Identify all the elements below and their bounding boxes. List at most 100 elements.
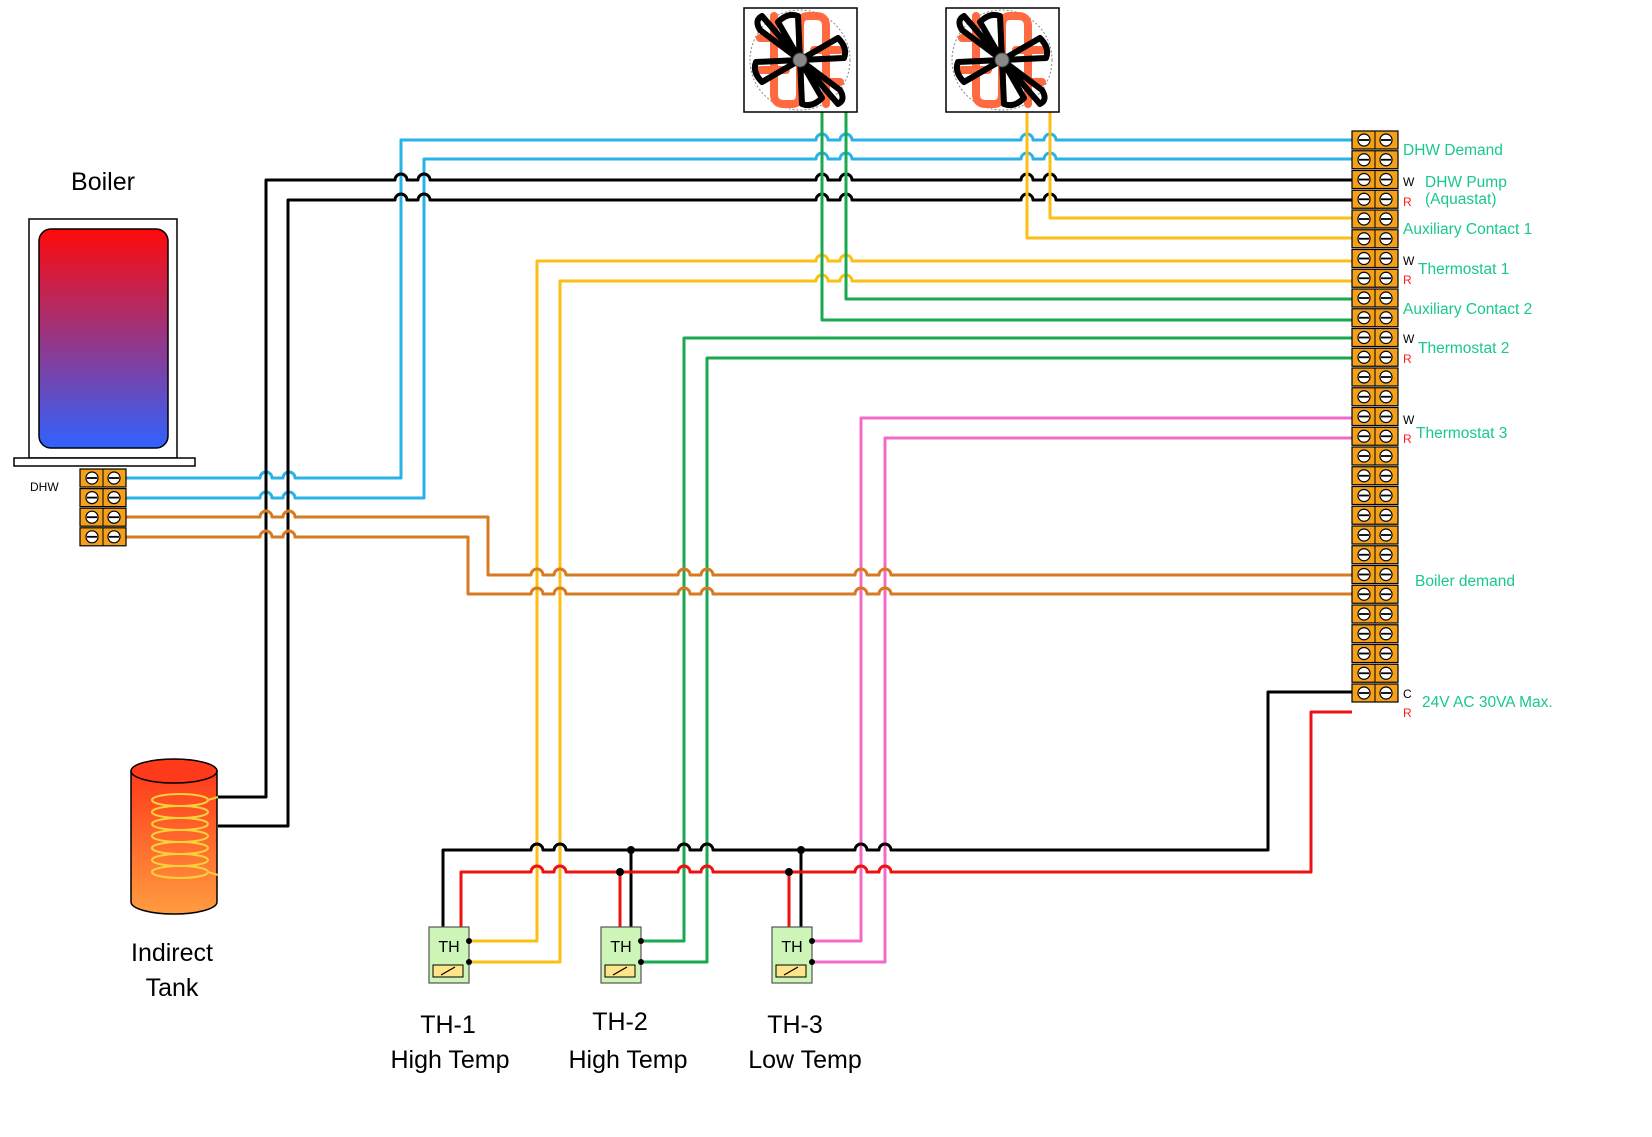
- main-terminal-block: W R W R W R W R C R DHW Demand DHW Pump …: [1351, 130, 1553, 720]
- screw-terminal: [79, 488, 127, 508]
- wire-black-pump-2: [218, 192, 1352, 828]
- boiler-icon: [13, 218, 196, 467]
- wire-pink-th3-1: [812, 416, 1352, 943]
- wire-yellow-th1-2: [470, 273, 1352, 964]
- junction-dot: [797, 846, 805, 854]
- pin-w: W: [1403, 175, 1415, 189]
- indirect-tank: Indirect Tank: [130, 758, 219, 1002]
- fan-coil-icon: [750, 10, 850, 110]
- tank-label-line1: Indirect: [131, 939, 213, 967]
- screw-terminal: [79, 527, 127, 547]
- screw-terminal: [1351, 229, 1399, 249]
- pin-r: R: [1403, 706, 1412, 720]
- pin-r: R: [1403, 273, 1412, 287]
- wire-blue-dhw-1: [126, 132, 1352, 480]
- wire-green-aux2-2: [820, 112, 1352, 322]
- screw-terminal: [1351, 624, 1399, 644]
- th2-device-label: TH: [610, 939, 631, 956]
- fan-coil-icon: [952, 10, 1052, 110]
- screw-terminal: [1351, 209, 1399, 229]
- thermostat-icon: [428, 926, 472, 984]
- indirect-tank-icon: [130, 758, 219, 915]
- screw-terminal: [1351, 406, 1399, 427]
- boiler-title: Boiler: [71, 168, 135, 196]
- label-boiler-demand: Boiler demand: [1415, 573, 1515, 590]
- label-thermostat-2: Thermostat 2: [1418, 340, 1509, 357]
- screw-terminal: [79, 507, 127, 527]
- pin-r: R: [1403, 195, 1412, 209]
- thermostat-icon: [600, 926, 644, 984]
- junction-dot: [616, 868, 624, 876]
- wire-pink-th3-2: [812, 436, 1352, 964]
- label-power: 24V AC 30VA Max.: [1422, 694, 1553, 711]
- th2-name: TH-2: [592, 1008, 648, 1036]
- label-aquastat: (Aquastat): [1425, 191, 1497, 208]
- pin-r: R: [1403, 352, 1412, 366]
- fan-coil-1: [743, 8, 858, 112]
- screw-terminal: [1351, 268, 1399, 288]
- wire-black-24v-c: [441, 690, 1352, 930]
- screw-terminal: [1351, 683, 1399, 703]
- boiler-terminal-block: [79, 468, 127, 547]
- wire-green-th2-1: [641, 336, 1352, 943]
- screw-terminal: [79, 468, 127, 488]
- wire-black-pump-1: [218, 172, 1352, 799]
- wire-yellow-aux1-1: [1048, 112, 1352, 220]
- thermostat-th1: TH TH-1 High Temp: [390, 926, 510, 1074]
- pin-w: W: [1403, 254, 1415, 268]
- th2-description: High Temp: [568, 1046, 687, 1074]
- screw-terminal: [1351, 367, 1399, 387]
- thermostat-th2: TH TH-2 High Temp: [568, 926, 688, 1074]
- screw-terminal: [1351, 545, 1399, 565]
- screw-terminal: [1351, 426, 1399, 446]
- wire-orange-boiler-1: [126, 509, 1352, 577]
- screw-terminal: [1351, 150, 1399, 170]
- screw-terminal: [1351, 466, 1399, 486]
- th3-description: Low Temp: [748, 1046, 862, 1074]
- terminal-block-icon: [1351, 130, 1399, 703]
- wire-blue-dhw-2: [126, 151, 1352, 500]
- tank-label-line2: Tank: [146, 974, 199, 1002]
- wire-yellow-th1-1: [470, 253, 1352, 943]
- screw-terminal: [1351, 308, 1399, 328]
- screw-terminal: [1351, 604, 1399, 624]
- screw-terminal: [1351, 130, 1399, 150]
- screw-terminal: [1351, 288, 1399, 308]
- screw-terminal: [1351, 525, 1399, 545]
- junction-dot: [627, 846, 635, 854]
- screw-terminal: [1351, 169, 1399, 190]
- thermostat-icon: [771, 926, 815, 984]
- screw-terminal: [1351, 485, 1399, 506]
- label-thermostat-3: Thermostat 3: [1416, 425, 1507, 442]
- boiler: Boiler DHW: [13, 168, 196, 547]
- pin-c: C: [1403, 687, 1412, 701]
- th3-device-label: TH: [781, 939, 802, 956]
- screw-terminal: [1351, 347, 1399, 367]
- wire-green-aux2-1: [844, 112, 1352, 301]
- th1-description: High Temp: [390, 1046, 509, 1074]
- screw-terminal: [1351, 248, 1399, 269]
- pin-r: R: [1403, 432, 1412, 446]
- screw-terminal: [1351, 327, 1399, 348]
- label-thermostat-1: Thermostat 1: [1418, 261, 1509, 278]
- wire-yellow-aux1-2: [1025, 112, 1352, 240]
- label-dhw-demand: DHW Demand: [1403, 142, 1503, 159]
- label-aux-contact-1: Auxiliary Contact 1: [1403, 221, 1532, 238]
- th1-name: TH-1: [420, 1011, 476, 1039]
- wire-orange-boiler-2: [126, 529, 1352, 596]
- screw-terminal: [1351, 505, 1399, 525]
- boiler-dhw-label: DHW: [30, 480, 59, 494]
- thermostat-th3: TH TH-3 Low Temp: [748, 926, 862, 1074]
- label-dhw-pump: DHW Pump: [1425, 174, 1507, 191]
- screw-terminal: [1351, 663, 1399, 683]
- screw-terminal: [1351, 189, 1399, 209]
- wire-green-th2-2: [641, 356, 1352, 964]
- screw-terminal: [1351, 387, 1399, 407]
- pin-w: W: [1403, 413, 1415, 427]
- screw-terminal: [1351, 643, 1399, 664]
- screw-terminal: [1351, 584, 1399, 604]
- label-aux-contact-2: Auxiliary Contact 2: [1403, 301, 1532, 318]
- th1-device-label: TH: [438, 939, 459, 956]
- junction-dot: [785, 868, 793, 876]
